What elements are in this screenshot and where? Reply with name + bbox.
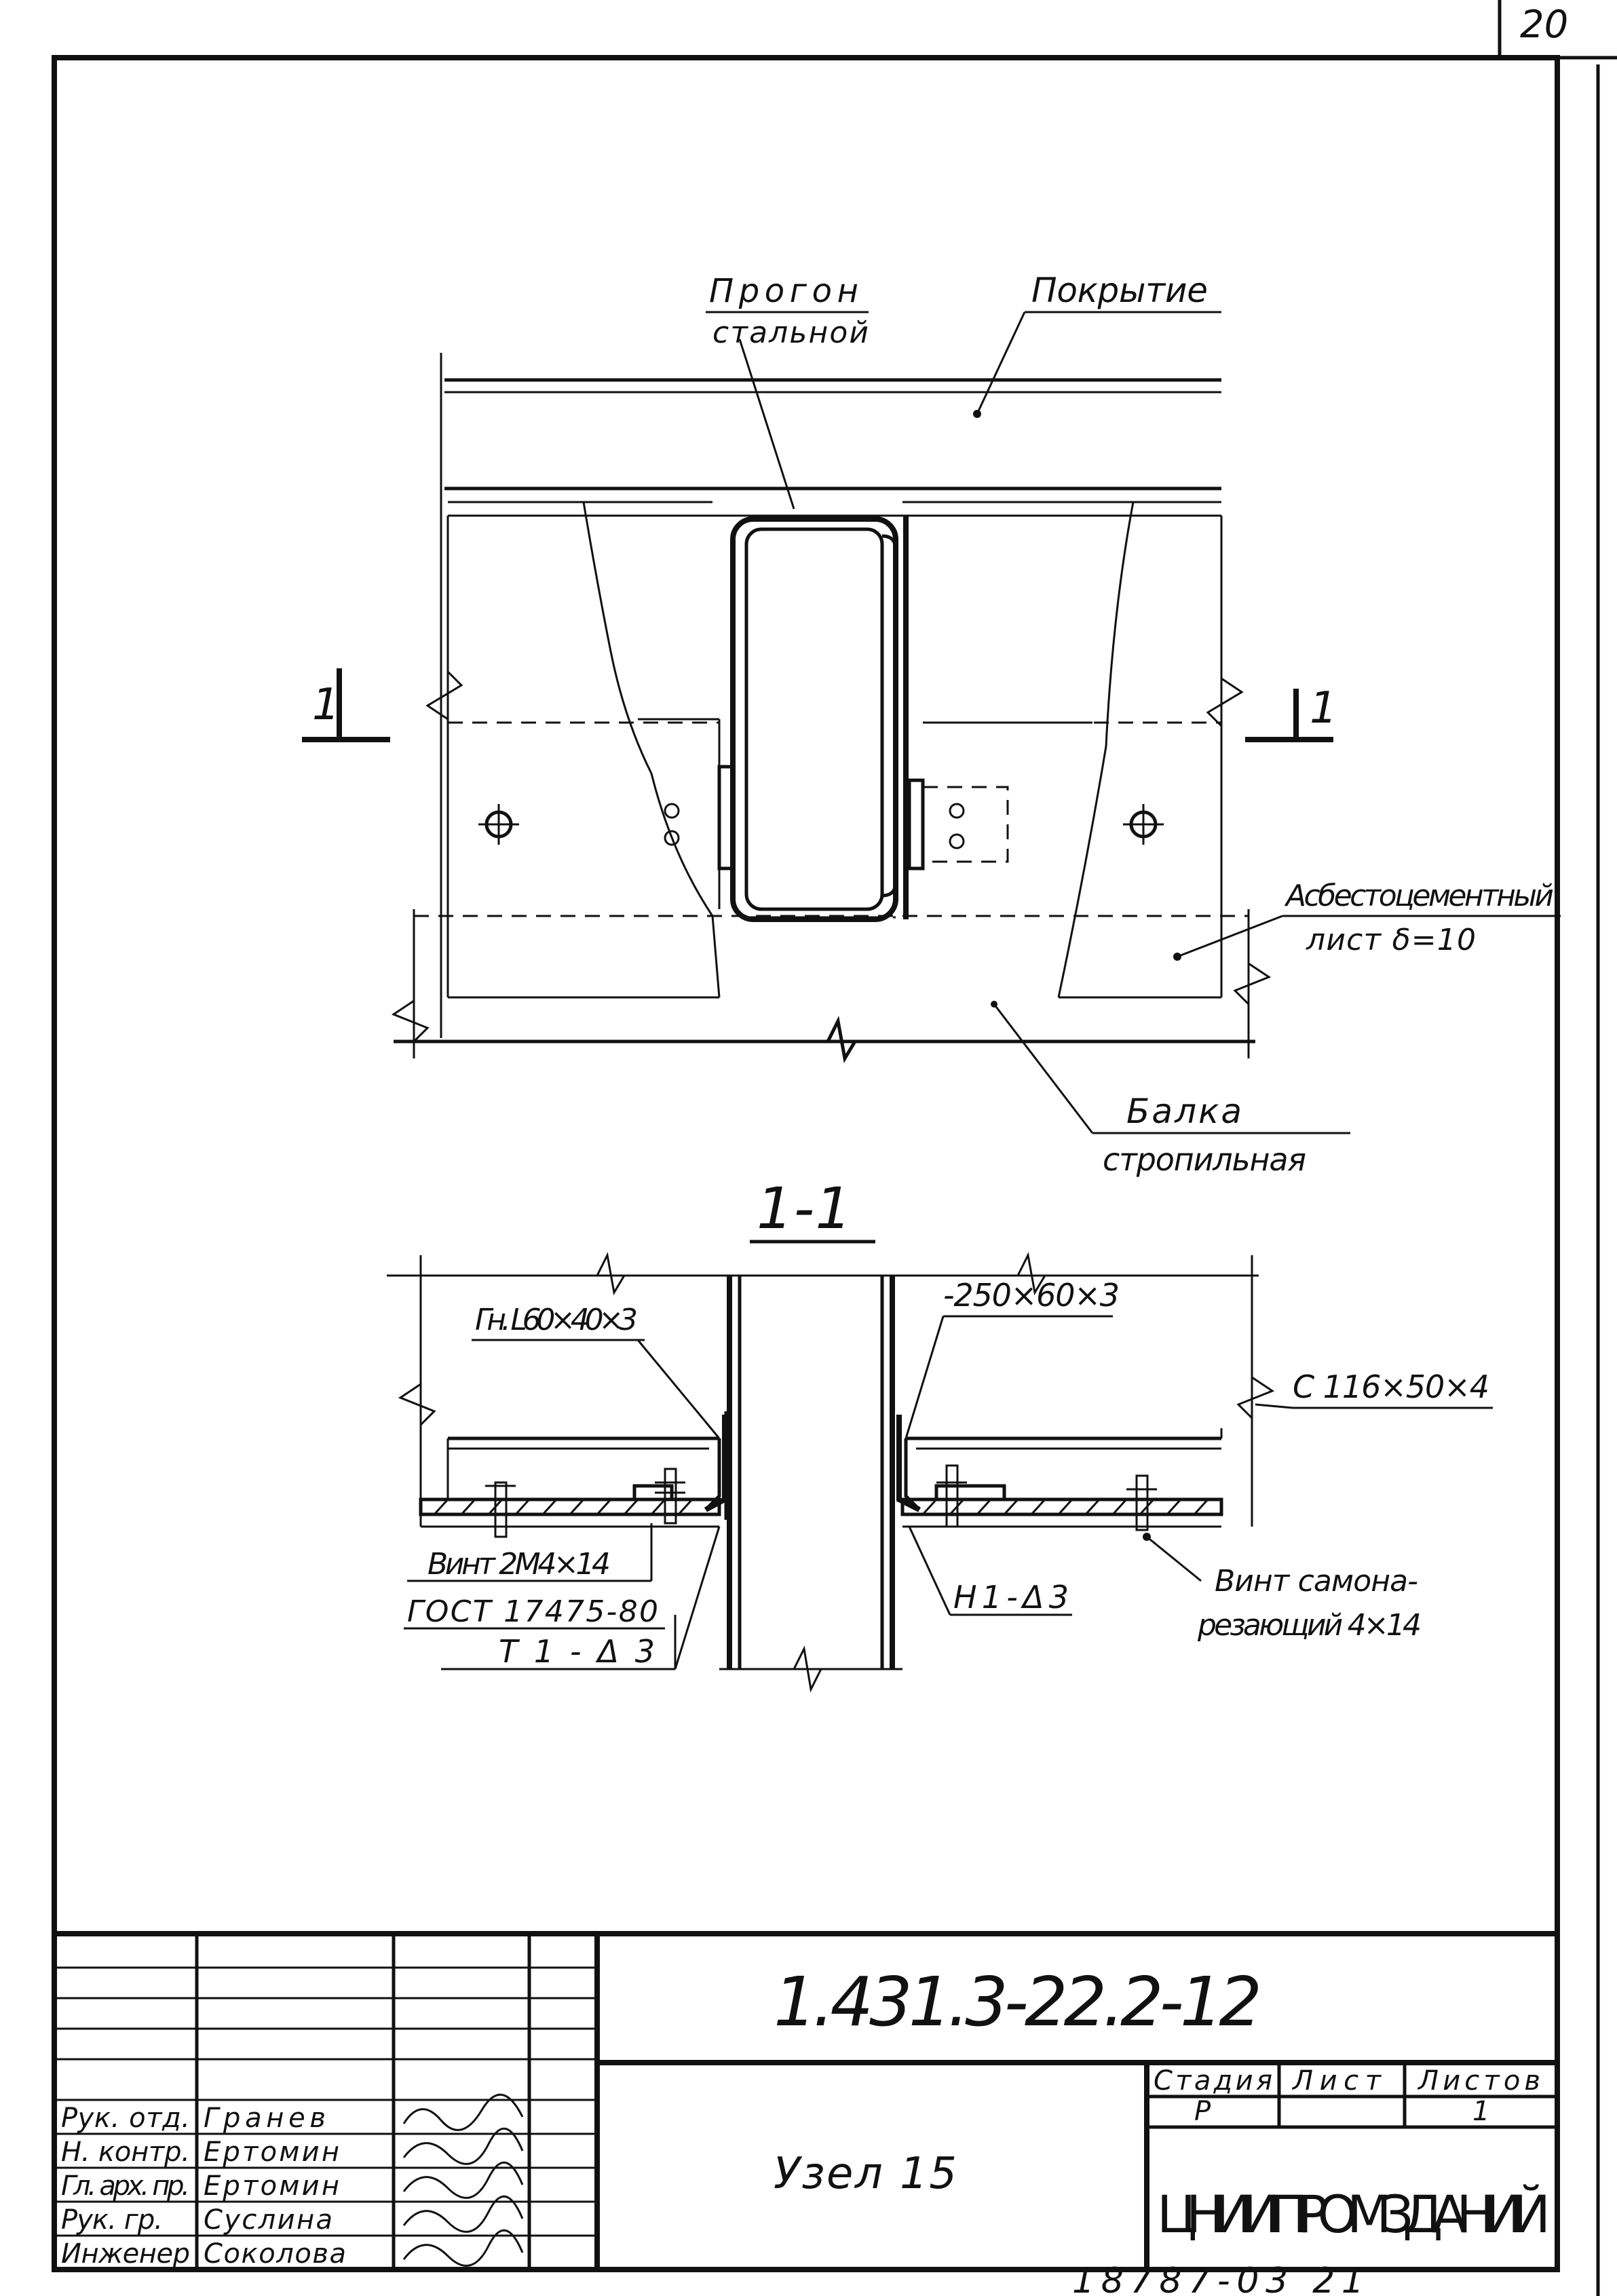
drawing-code: 1.431.3-22.2-12 xyxy=(774,1962,1262,2042)
role-2: Н. контр. xyxy=(61,2137,190,2168)
channel-label: С 116×50×4 xyxy=(1293,1369,1489,1405)
gost-label: ГОСТ 17475-80 xyxy=(407,1594,658,1629)
section-view: 1-1 xyxy=(387,1175,1493,1693)
role-1: Рук. отд. xyxy=(61,2103,190,2134)
screw-left-label: Винт 2М4×14 xyxy=(427,1547,611,1582)
name-5: Соколова xyxy=(204,2238,346,2270)
purlin-label: Прогон xyxy=(709,272,858,310)
screw-right-label: Винт самона- xyxy=(1215,1564,1418,1599)
weld-left-label: Т1-Δ3 xyxy=(499,1633,655,1670)
section-mark-left: 1 xyxy=(312,680,340,730)
roofing-label: Покрытие xyxy=(1031,271,1208,310)
name-4: Суслина xyxy=(204,2204,332,2236)
signatures xyxy=(402,2093,524,2267)
role-4: Рук. гр. xyxy=(61,2204,163,2236)
name-1: Гранев xyxy=(204,2103,326,2134)
sheet-number: 20 xyxy=(1520,3,1568,47)
purlin-label-2: стальной xyxy=(712,315,869,350)
name-3: Ертомин xyxy=(204,2170,339,2202)
angle-label: Гн. L60×40×3 xyxy=(475,1303,638,1337)
section-title: 1-1 xyxy=(757,1175,852,1242)
sheets-value: 1 xyxy=(1472,2096,1489,2127)
drawing-title: Узел 15 xyxy=(774,2149,957,2199)
asbestos-label: Асбестоцементный xyxy=(1284,879,1554,913)
section-mark-right: 1 xyxy=(1310,683,1337,733)
organization: ЦНИИПРОМЗДАНИЙ xyxy=(1157,2183,1551,2244)
beam-label-2: стропильная xyxy=(1103,1141,1306,1178)
stage-value: Р xyxy=(1194,2096,1211,2127)
name-2: Ертомин xyxy=(204,2137,339,2168)
sheet-header: Лист xyxy=(1291,2065,1382,2097)
sheets-header: Листов xyxy=(1417,2065,1540,2097)
weld-right-label: Н1-Δ3 xyxy=(953,1579,1069,1615)
sheet-frame xyxy=(52,55,1560,2272)
footer-number: 18787-03 21 xyxy=(1072,2261,1364,2296)
stage-header: Стадия xyxy=(1154,2065,1272,2097)
beam-label: Балка xyxy=(1126,1092,1242,1131)
screw-right-label-2: резающий 4×14 xyxy=(1197,1608,1422,1643)
role-3: Гл. арх. пр. xyxy=(61,2170,190,2202)
asbestos-label-2: лист δ=10 xyxy=(1306,923,1476,957)
role-5: Инженер xyxy=(61,2238,190,2270)
plate-label: -250×60×3 xyxy=(943,1277,1120,1314)
title-block: 1.431.3-22.2-12 Узел 15 Рук. отд. Гранев… xyxy=(54,1931,1557,2270)
plan-view: 1 1 Прогон стальной Покрытие Асбестоцеме… xyxy=(302,271,1561,1178)
